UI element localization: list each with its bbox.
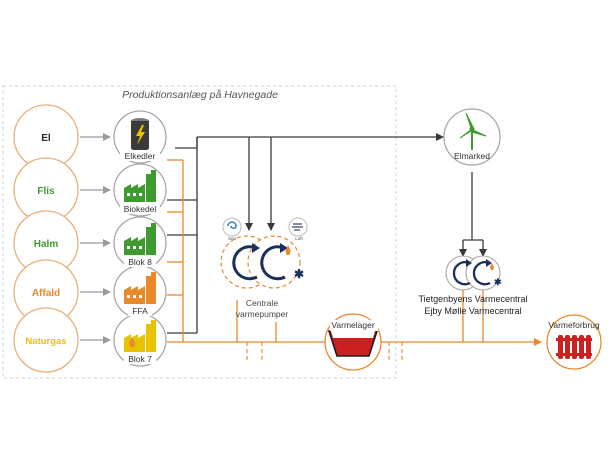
- flame-icon: [285, 245, 291, 255]
- central-label-line1: Tietgenbyens Varmecentral: [418, 294, 527, 304]
- luft-badge-label: Luft: [295, 236, 303, 241]
- sea-badge-label: Sea: [228, 236, 237, 241]
- heat-lines: [167, 159, 542, 346]
- factory-flame-icon: [124, 320, 156, 352]
- plant-label-backgrounds: [120, 150, 160, 364]
- snowflake-icon: ✱: [294, 267, 304, 281]
- electricity-lines: [167, 133, 487, 334]
- radiator-icon: [556, 335, 592, 359]
- site-title: Produktionsanlæg på Havnegade: [122, 89, 278, 101]
- plant-blok8-label: Blok 8: [128, 257, 152, 267]
- factory-icon: [124, 272, 156, 304]
- cycle-arrow-icon: [232, 245, 258, 281]
- plant-elkedler-label: Elkedler: [125, 151, 156, 161]
- factory-icon: [124, 170, 156, 202]
- plant-biokedel-label: Biokedel: [124, 204, 157, 214]
- input-flis-label: Flis: [37, 186, 55, 197]
- central-node: ✱: [445, 255, 502, 291]
- consumption-label: Varmeforbrug: [548, 320, 600, 330]
- market-label: Elmarked: [454, 151, 490, 161]
- wind-turbine-icon: [459, 112, 487, 150]
- plant-ffa-label: FFA: [132, 306, 148, 316]
- storage-label-bg: [330, 320, 378, 331]
- cycle-arrow-icon: [472, 261, 491, 286]
- heat-pump-label-line1: Centrale: [246, 298, 278, 308]
- electric-boiler-icon: [131, 118, 149, 151]
- central-label-line2: Ejby Mølle Varmecentral: [424, 306, 521, 316]
- input-el-label: El: [41, 133, 51, 144]
- air-icon: [292, 223, 303, 231]
- flame-icon: [490, 263, 494, 270]
- cycle-arrow-icon: [452, 261, 471, 286]
- consumption-node: [546, 314, 602, 370]
- heat-pump-label-line2: varmepumper: [236, 309, 289, 319]
- input-naturgas-label: Naturgas: [25, 336, 66, 347]
- wave-icon: [227, 221, 237, 230]
- plant-blok7-label: Blok 7: [128, 354, 152, 364]
- factory-icon: [124, 223, 156, 255]
- input-circles: [13, 104, 79, 373]
- snowflake-icon: ✱: [494, 277, 502, 287]
- market-node: [443, 108, 501, 166]
- input-halm-label: Halm: [34, 239, 59, 250]
- input-affald-label: Affald: [32, 288, 60, 299]
- heat-dashed-lines: [246, 342, 403, 362]
- input-arrows: [80, 133, 111, 344]
- site-boundary: [2, 85, 397, 379]
- storage-label: Varmelager: [331, 320, 374, 330]
- heat-pump-group: ✱: [220, 217, 308, 289]
- cycle-arrow-icon: [260, 245, 286, 281]
